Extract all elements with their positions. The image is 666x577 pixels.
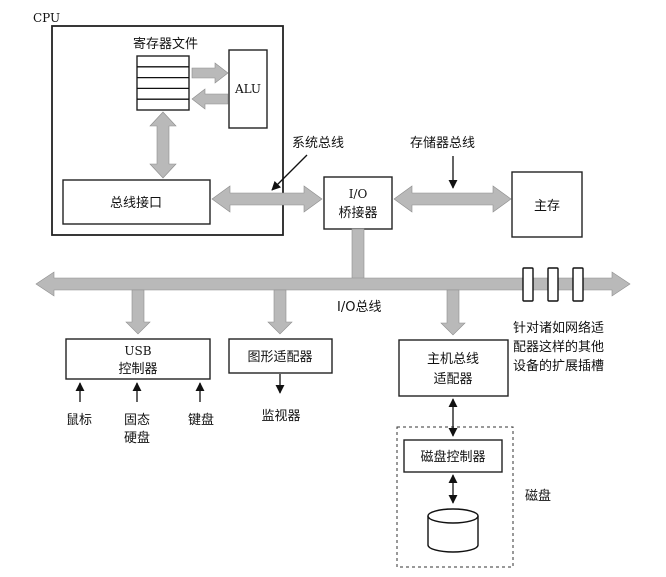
system-bus-arrow bbox=[211, 185, 323, 213]
usb-drop-arrow bbox=[125, 289, 151, 335]
graphics-adapter-box bbox=[228, 338, 333, 374]
ssd-label-line1: 固态 bbox=[124, 413, 150, 428]
main-memory-label: 主存 bbox=[534, 199, 560, 214]
expansion-label-line1: 针对诸如网络适 bbox=[513, 320, 604, 336]
bus-interface-label: 总线接口 bbox=[110, 195, 162, 211]
io-bridge-label-line2: 桥接器 bbox=[338, 205, 377, 221]
io-bridge-label-line1: I/O bbox=[349, 187, 368, 201]
usb-controller-box bbox=[65, 338, 211, 380]
keyboard-label: 键盘 bbox=[188, 412, 214, 428]
reg-bus-vertical-arrow bbox=[149, 111, 177, 179]
usb-label-line1: USB bbox=[124, 344, 151, 358]
bus-interface-box bbox=[62, 179, 211, 225]
expansion-label-line2: 配器这样的其他 bbox=[513, 339, 604, 355]
alu-label: ALU bbox=[234, 82, 261, 96]
alu-to-reg-arrow bbox=[191, 88, 229, 110]
reg-to-alu-arrow bbox=[191, 62, 229, 84]
io-bridge-box bbox=[323, 176, 393, 230]
cpu-label: CPU bbox=[33, 11, 60, 25]
graphics-adapter-label: 图形适配器 bbox=[247, 350, 312, 365]
graphics-drop-arrow bbox=[267, 289, 293, 335]
mouse-label: 鼠标 bbox=[66, 413, 92, 428]
bridge-io-connector bbox=[351, 228, 365, 280]
system-bus-label: 系统总线 bbox=[292, 136, 344, 151]
main-memory-box bbox=[511, 171, 583, 238]
disk-cylinder-icon bbox=[427, 508, 479, 553]
register-file-label: 寄存器文件 bbox=[133, 36, 198, 52]
memory-bus-arrow bbox=[393, 185, 512, 213]
register-file bbox=[136, 55, 190, 111]
host-adapter-drop-arrow bbox=[440, 289, 466, 336]
io-bus bbox=[35, 271, 631, 297]
alu-box bbox=[228, 49, 268, 129]
usb-label-line2: 控制器 bbox=[118, 362, 157, 377]
host-bus-adapter-label-line2: 适配器 bbox=[433, 372, 472, 387]
system-bus-pointer bbox=[271, 154, 308, 191]
monitor-label: 监视器 bbox=[261, 409, 300, 424]
memory-bus-label: 存储器总线 bbox=[410, 136, 475, 151]
expansion-slots bbox=[522, 267, 584, 302]
host-bus-adapter-box bbox=[398, 339, 509, 397]
host-bus-adapter-label-line1: 主机总线 bbox=[427, 352, 479, 367]
io-bus-label: I/O总线 bbox=[337, 300, 381, 315]
disk-label: 磁盘 bbox=[525, 488, 551, 504]
disk-controller-box bbox=[403, 439, 503, 473]
expansion-label-line3: 设备的扩展插槽 bbox=[513, 358, 604, 374]
ssd-label-line2: 硬盘 bbox=[124, 430, 150, 446]
disk-enclosure bbox=[396, 426, 514, 568]
disk-controller-label: 磁盘控制器 bbox=[420, 449, 485, 465]
